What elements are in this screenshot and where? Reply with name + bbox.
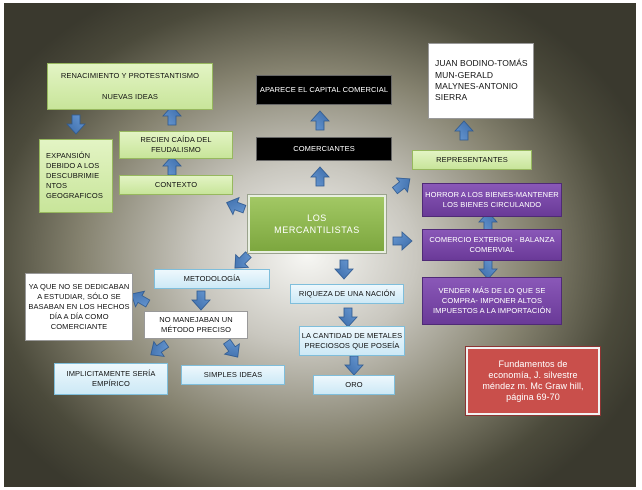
node-representantes: REPRESENTANTES (412, 150, 532, 170)
arrow-to-comercio (392, 231, 413, 251)
arrow-to-capital (310, 110, 330, 131)
node-oro: ORO (313, 375, 395, 395)
arrow-to-representantes (391, 177, 411, 195)
arrow-to-simples (223, 338, 240, 358)
arrow-to-ya-que (130, 290, 151, 308)
node-simples-ideas: SIMPLES IDEAS (181, 365, 285, 385)
arrow-to-oro (344, 355, 364, 376)
arrow-to-riqueza (334, 259, 354, 280)
node-autores: JUAN BODINO-TOMÁS MUN-GERALD MALYNES-ANT… (428, 43, 534, 119)
node-contexto: CONTEXTO (119, 175, 233, 195)
node-vender-mas: VENDER MÁS DE LO QUE SE COMPRA- IMPONER … (422, 277, 562, 325)
node-caida-feudalismo: RECIEN CAÍDA DEL FEUDALISMO (119, 131, 233, 159)
node-no-manejaban: NO MANEJABAN UN MÉTODO PRECISO (144, 311, 248, 339)
node-ya-que: YA QUE NO SE DEDICABAN A ESTUDIAR, SÓLO … (25, 273, 133, 341)
arrow-to-implicitamente (150, 340, 170, 357)
arrow-center-to-contexto (226, 196, 247, 216)
arrow-to-comerciantes (310, 166, 330, 187)
node-capital-comercial: APARECE EL CAPITAL COMERCIAL (256, 75, 392, 105)
arrow-to-no-manejaban (191, 290, 211, 311)
node-implicitamente: IMPLICITAMENTE SERÍA EMPÍRICO (54, 363, 168, 395)
node-riqueza: RIQUEZA DE UNA NACIÓN (290, 284, 404, 304)
node-metodologia: METODOLOGÍA (154, 269, 270, 289)
node-renacimiento: RENACIMIENTO Y PROTESTANTISMO NUEVAS IDE… (47, 63, 213, 110)
node-comerciantes: COMERCIANTES (256, 137, 392, 161)
arrow-to-metodologia (234, 251, 252, 269)
arrow-to-autores (454, 120, 474, 141)
reference-box: Fundamentos de economía, J. silvestre mé… (466, 347, 600, 415)
concept-map: RENACIMIENTO Y PROTESTANTISMO NUEVAS IDE… (4, 3, 636, 487)
node-central-mercantilistas: LOS MERCANTILISTAS (248, 195, 386, 253)
node-expansion: EXPANSIÓN DEBIDO A LOS DESCUBRIMIE NTOS … (39, 139, 113, 213)
arrow-to-renacimiento (162, 105, 182, 126)
arrow-layer (66, 105, 498, 376)
arrow-to-vender (478, 259, 498, 280)
node-cantidad-metales: LA CANTIDAD DE METALES PRECIOSOS QUE POS… (299, 326, 405, 356)
arrow-to-caida (162, 155, 182, 176)
node-comercio-exterior: COMERCIO EXTERIOR - BALANZA COMERVIAL (422, 229, 562, 261)
arrow-to-expansion (66, 114, 86, 135)
arrow-to-cantidad (338, 307, 358, 328)
node-horror-bienes: HORROR A LOS BIENES-MANTENER LOS BIENES … (422, 183, 562, 217)
